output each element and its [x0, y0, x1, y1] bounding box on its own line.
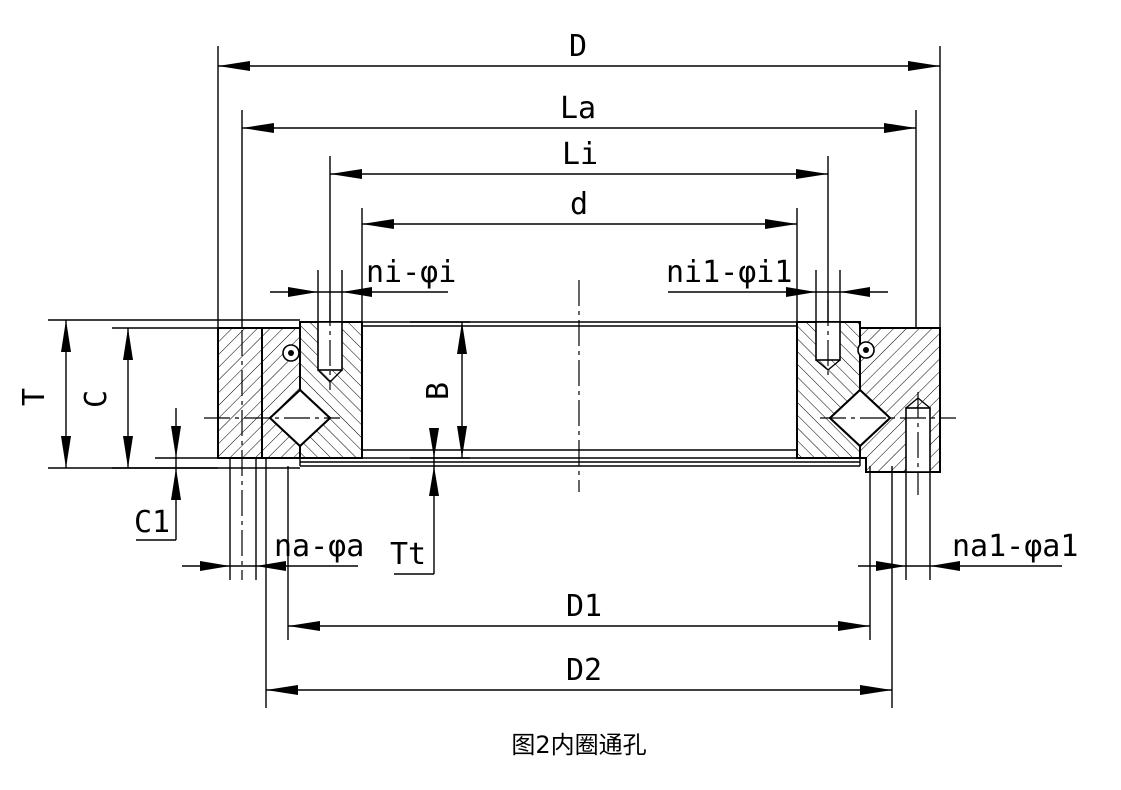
dim-C1: [136, 408, 181, 541]
label-na-phi-a: na-φa: [274, 529, 364, 564]
dim-na1-phi-a1: [858, 561, 1062, 571]
dim-na-phi-a: [182, 561, 358, 571]
dim-D: [218, 61, 940, 71]
extension-lines: [48, 46, 941, 708]
dim-Tt: [394, 428, 439, 575]
dim-T: [61, 320, 71, 468]
label-B: B: [421, 382, 456, 400]
label-d: d: [570, 187, 588, 222]
dim-D1: [288, 621, 870, 631]
dim-ni-phi-i: [270, 287, 448, 297]
outer-ring-left: [217, 327, 301, 459]
label-T: T: [17, 388, 52, 406]
figure-caption: 图2内圈通孔: [511, 731, 646, 759]
dim-La: [242, 123, 916, 133]
label-Li: Li: [562, 137, 598, 172]
label-La: La: [560, 91, 596, 126]
dim-Li: [330, 169, 828, 179]
dim-B: [457, 322, 467, 458]
bore-lines: [299, 321, 861, 467]
dim-d: [362, 219, 797, 229]
label-C1: C1: [134, 505, 170, 540]
label-C: C: [79, 390, 114, 408]
label-D1: D1: [566, 589, 602, 624]
label-na1-phi-a1: na1-φa1: [952, 529, 1078, 564]
label-ni-phi-i: ni-φi: [366, 255, 456, 290]
label-ni1-phi-i1: ni1-φi1: [666, 255, 792, 290]
label-Tt: Tt: [390, 537, 426, 572]
dim-C: [123, 328, 133, 468]
dim-D2: [266, 685, 892, 695]
dim-ni1-phi-i1: [668, 287, 888, 297]
outer-ring-right: [857, 327, 941, 473]
label-D2: D2: [566, 653, 602, 688]
label-D: D: [569, 29, 587, 64]
